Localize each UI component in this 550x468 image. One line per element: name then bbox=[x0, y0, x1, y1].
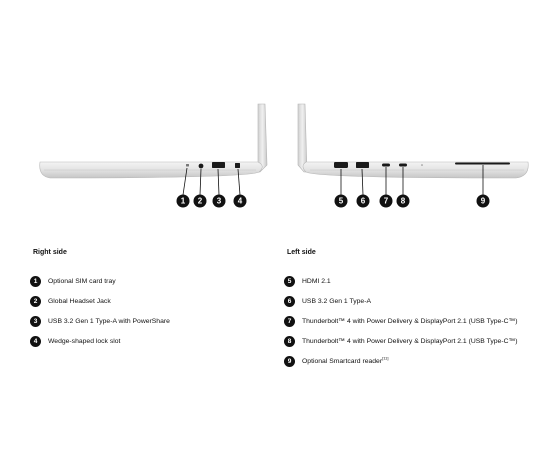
svg-text:1: 1 bbox=[181, 197, 186, 206]
footnote-reference[interactable]: [11] bbox=[382, 355, 389, 361]
callout-marker-7: 7 bbox=[379, 194, 393, 208]
callout-marker-1: 1 bbox=[176, 194, 190, 208]
legend-number-badge: 2 bbox=[30, 295, 41, 307]
legend-number-badge: 6 bbox=[284, 295, 295, 307]
legend-item-7: 7 Thunderbolt™ 4 with Power Delivery & D… bbox=[284, 311, 544, 331]
left-side-legend: Left side 5 HDMI 2.1 6 USB 3.2 Gen 1 Typ… bbox=[284, 248, 544, 371]
legend-label: USB 3.2 Gen 1 Type-A bbox=[302, 297, 372, 305]
port-thunderbolt-2 bbox=[399, 163, 407, 167]
right-view-leader-lines bbox=[182, 167, 241, 196]
legend-label: USB 3.2 Gen 1 Type-A with PowerShare bbox=[48, 317, 170, 325]
callout-marker-6: 6 bbox=[356, 194, 370, 208]
legend-item-8: 8 Thunderbolt™ 4 with Power Delivery & D… bbox=[284, 331, 544, 351]
legend-item-3: 3 USB 3.2 Gen 1 Type-A with PowerShare bbox=[30, 311, 290, 331]
callout-marker-9: 9 bbox=[476, 194, 490, 208]
port-usb-a bbox=[356, 162, 369, 168]
legend-item-9: 9 Optional Smartcard reader[11] bbox=[284, 351, 544, 371]
callout-marker-4: 4 bbox=[233, 194, 247, 208]
svg-text:5: 5 bbox=[339, 197, 344, 206]
legend-number-badge: 5 bbox=[284, 275, 295, 287]
right-view-lid bbox=[257, 103, 268, 173]
status-light bbox=[421, 164, 423, 166]
legend-number-badge: 4 bbox=[30, 335, 41, 347]
legend-label: Global Headset Jack bbox=[48, 297, 111, 305]
legend-label: HDMI 2.1 bbox=[302, 277, 331, 285]
legend-label: Wedge-shaped lock slot bbox=[48, 337, 121, 345]
legend-label: Optional SIM card tray bbox=[48, 277, 116, 285]
svg-text:8: 8 bbox=[401, 197, 406, 206]
svg-text:2: 2 bbox=[198, 197, 203, 206]
callout-marker-5: 5 bbox=[334, 194, 348, 208]
legend-item-5: 5 HDMI 2.1 bbox=[284, 271, 544, 291]
svg-text:3: 3 bbox=[217, 197, 222, 206]
legend-item-6: 6 USB 3.2 Gen 1 Type-A bbox=[284, 291, 544, 311]
legend-item-4: 4 Wedge-shaped lock slot bbox=[30, 331, 290, 351]
legend-number-badge: 9 bbox=[284, 355, 295, 367]
legend-number-badge: 8 bbox=[284, 335, 295, 347]
legend-label: Optional Smartcard reader[11] bbox=[302, 355, 389, 365]
legend-label: Thunderbolt™ 4 with Power Delivery & Dis… bbox=[302, 317, 518, 325]
legend-number-badge: 1 bbox=[30, 275, 41, 287]
port-smartcard-slot bbox=[455, 162, 510, 165]
legend-item-1: 1 Optional SIM card tray bbox=[30, 271, 290, 291]
svg-text:4: 4 bbox=[238, 197, 243, 206]
legend-item-2: 2 Global Headset Jack bbox=[30, 291, 290, 311]
svg-text:6: 6 bbox=[361, 197, 366, 206]
svg-text:9: 9 bbox=[481, 197, 486, 206]
left-side-heading: Left side bbox=[287, 249, 316, 256]
port-hdmi bbox=[334, 162, 348, 168]
callout-marker-3: 3 bbox=[212, 194, 226, 208]
legend-number-badge: 3 bbox=[30, 315, 41, 327]
port-wedge-lock-slot bbox=[235, 163, 240, 168]
right-side-heading: Right side bbox=[33, 249, 67, 256]
laptop-right-side-view bbox=[39, 103, 268, 196]
left-view-lid bbox=[297, 103, 308, 173]
legend-label: Thunderbolt™ 4 with Power Delivery & Dis… bbox=[302, 337, 518, 345]
legend-number-badge: 7 bbox=[284, 315, 295, 327]
port-usb-a-powershare bbox=[212, 162, 225, 168]
left-view-leader-lines bbox=[340, 165, 484, 196]
laptop-left-side-view bbox=[297, 103, 529, 196]
port-headset-jack bbox=[198, 163, 204, 169]
port-thunderbolt-1 bbox=[382, 163, 390, 167]
right-side-legend: Right side 1 Optional SIM card tray 2 Gl… bbox=[30, 248, 290, 351]
laptop-side-views-diagram: 1 2 3 4 5 6 7 8 9 bbox=[39, 103, 529, 208]
callout-marker-8: 8 bbox=[396, 194, 410, 208]
svg-text:7: 7 bbox=[384, 197, 389, 206]
callout-marker-2: 2 bbox=[193, 194, 207, 208]
port-sim-tray bbox=[186, 164, 189, 167]
